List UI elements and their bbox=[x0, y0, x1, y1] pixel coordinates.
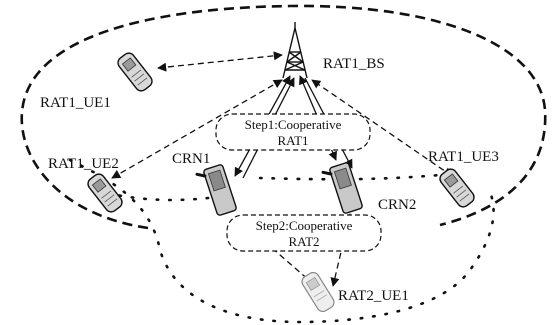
ue2-label: RAT1_UE2 bbox=[48, 156, 119, 172]
step2-box bbox=[226, 214, 382, 252]
phone-icon bbox=[439, 168, 475, 208]
rat1-coverage-boundary bbox=[20, 4, 547, 230]
step2-label: Step2:Cooperative bbox=[256, 218, 353, 233]
phone-icon bbox=[87, 173, 123, 213]
mobile-handset-icon bbox=[321, 162, 363, 214]
phone-icon bbox=[117, 52, 153, 92]
link-bs-ue1 bbox=[157, 51, 283, 72]
ue1-label: RAT1_UE1 bbox=[40, 95, 111, 111]
rat2-ue1-label: RAT2_UE1 bbox=[338, 288, 409, 304]
antenna-tower-icon bbox=[282, 22, 308, 79]
step1-sublabel: RAT1 bbox=[277, 133, 308, 148]
rat2-coverage-inner-dots-right bbox=[258, 173, 442, 181]
rat2-coverage-boundary bbox=[68, 158, 495, 324]
step1-box bbox=[215, 113, 371, 151]
ue3-label: RAT1_UE3 bbox=[428, 149, 499, 165]
bs-label: RAT1_BS bbox=[323, 56, 385, 72]
phone-icon bbox=[301, 271, 335, 313]
crn1-label: CRN1 bbox=[172, 151, 210, 167]
crn2-label: CRN2 bbox=[378, 197, 416, 213]
step2-sublabel: RAT2 bbox=[288, 234, 319, 249]
mobile-handset-icon bbox=[195, 164, 237, 216]
step1-label: Step1:Cooperative bbox=[245, 117, 342, 132]
